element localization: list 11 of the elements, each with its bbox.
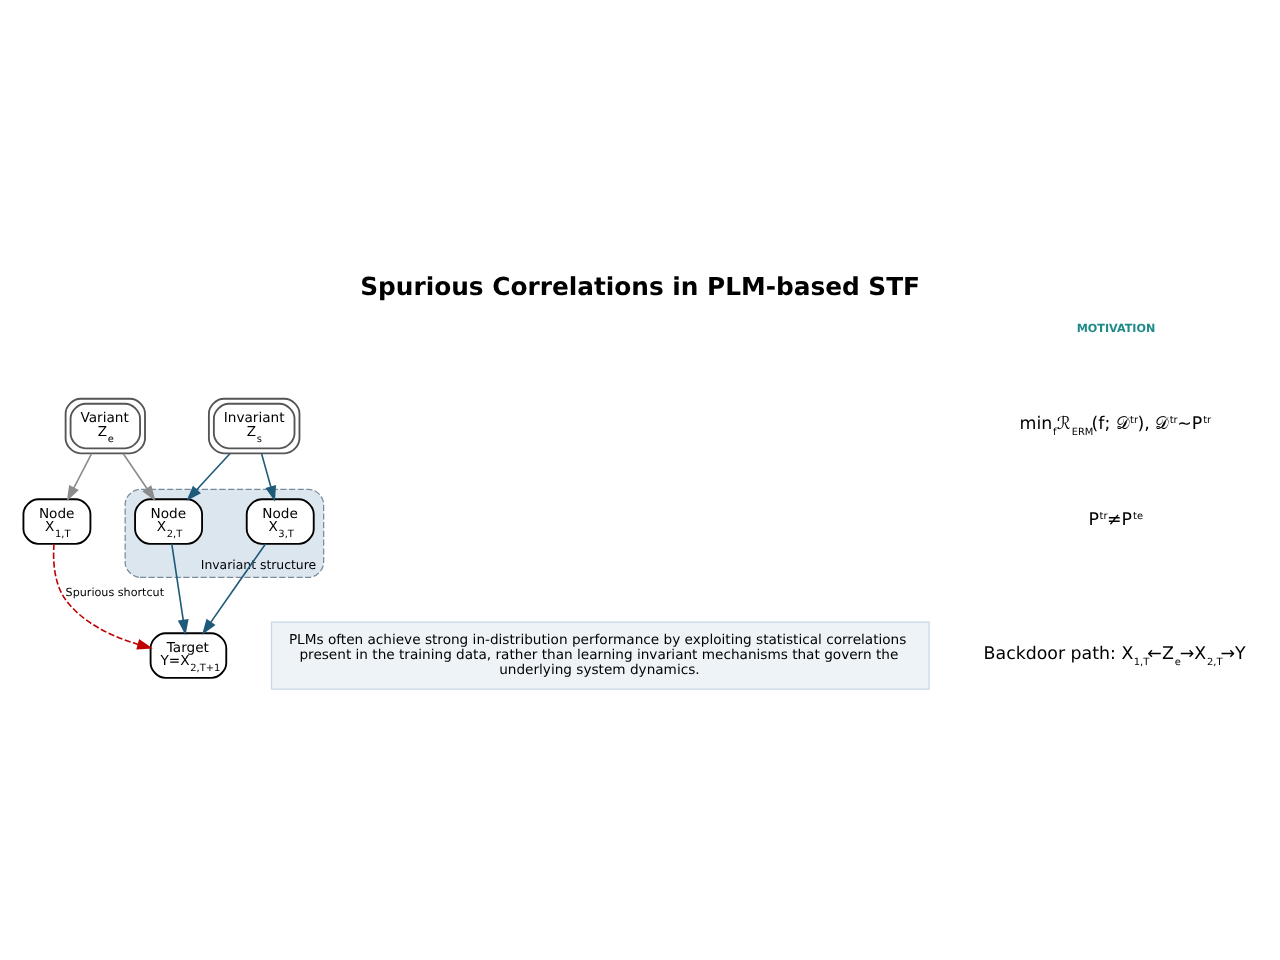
diagram-title: Spurious Correlations in PLM-based STF [360,270,921,301]
arrow [186,452,231,501]
arrow [52,543,153,650]
label: min$_{f}$ℛ$_{ERM}$(f; 𝒟$^{tr}$), 𝒟$^{tr}$~P$^{tr}$ [1019,415,1212,440]
arrow [66,452,93,502]
arrow [122,452,156,502]
arrow [170,543,189,636]
arrow [202,543,267,635]
label: P$^{tr}$≠P$^{te}$ [1088,510,1144,531]
label: Backdoor path: X$_{1,T}$←Z$_{e}$→X$_{2,T}$→Y [983,644,1246,669]
arrow [260,452,277,502]
